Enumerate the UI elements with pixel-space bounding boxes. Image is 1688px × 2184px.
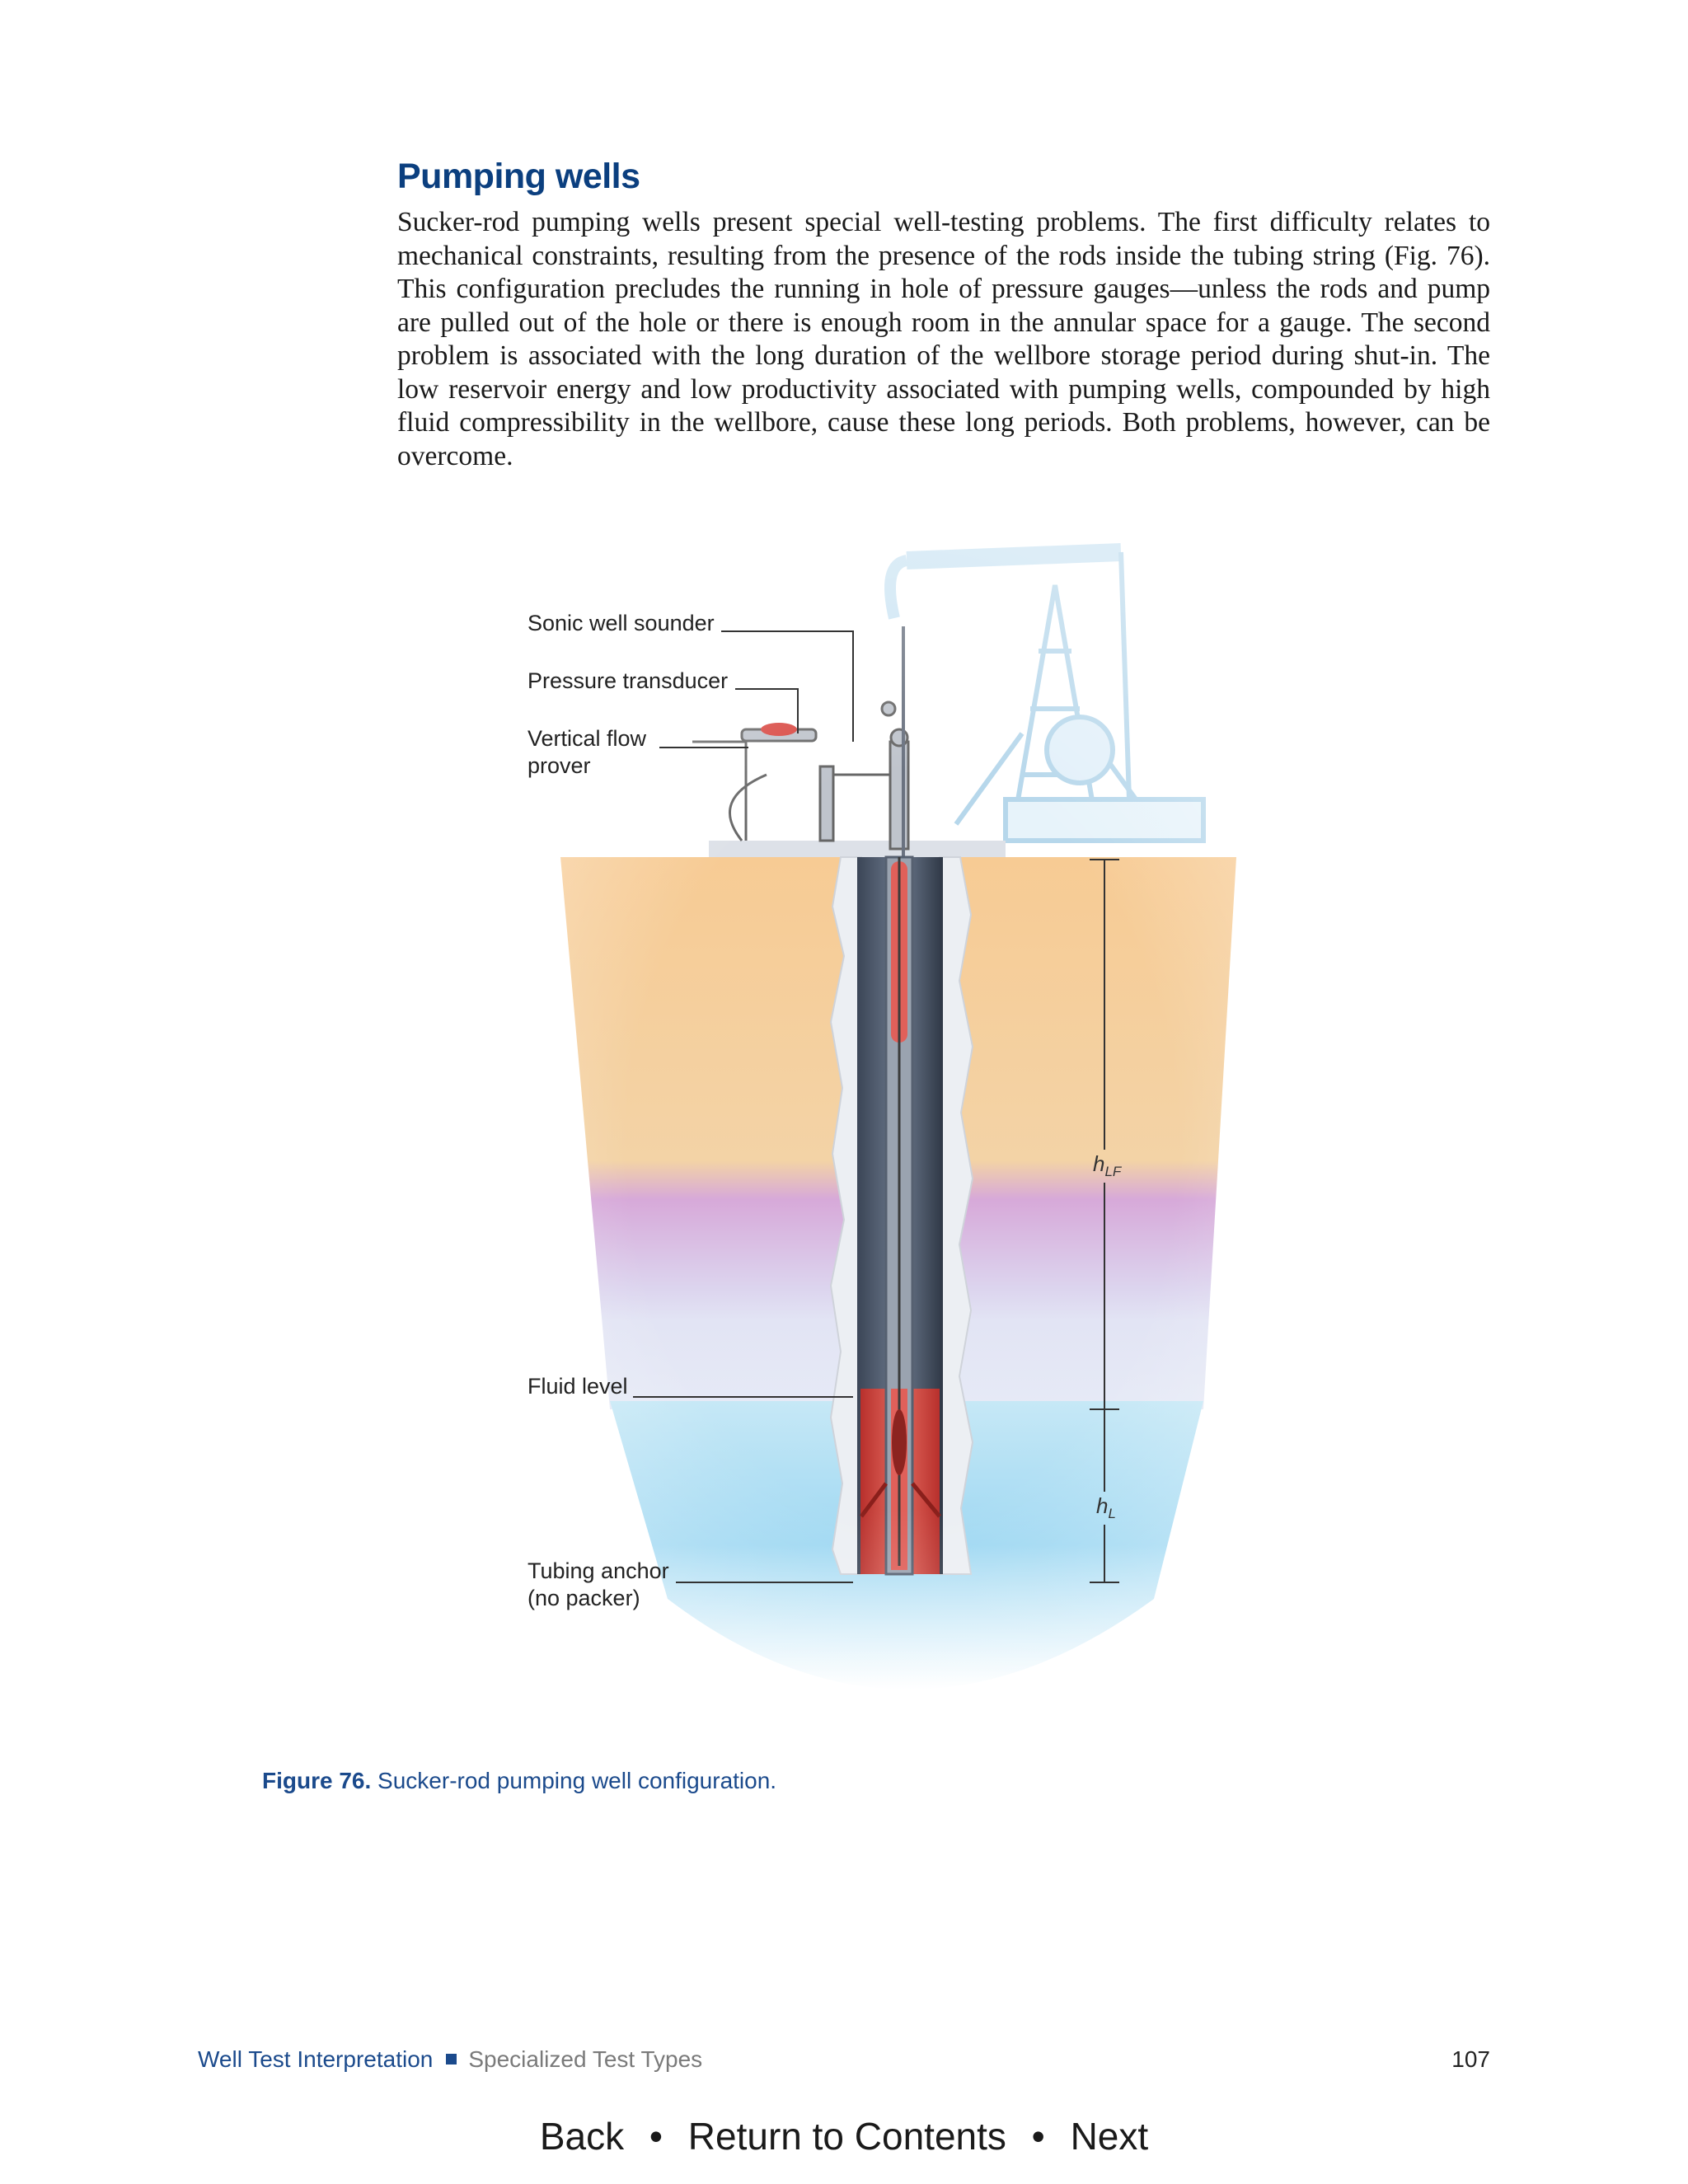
- label-tubing-anchor-line2: (no packer): [528, 1586, 640, 1610]
- leader-lines: [633, 630, 854, 1583]
- back-link[interactable]: Back: [539, 2115, 625, 2158]
- navigation-bar: Back • Return to Contents • Next: [0, 2114, 1688, 2158]
- footer-section-name: Specialized Test Types: [468, 2046, 703, 2072]
- return-to-contents-link[interactable]: Return to Contents: [687, 2115, 1006, 2158]
- figure-caption: Figure 76. Sucker-rod pumping well confi…: [262, 1768, 776, 1794]
- symbol-hlf: hLF: [1093, 1151, 1122, 1180]
- well-illustration: [445, 527, 1360, 1755]
- label-tubing-anchor-line1: Tubing anchor: [528, 1558, 669, 1583]
- square-bullet-icon: [446, 2054, 457, 2064]
- caption-number: Figure 76.: [262, 1768, 372, 1793]
- label-sonic-well-sounder: Sonic well sounder: [528, 611, 715, 635]
- caption-text: Sucker-rod pumping well configuration.: [377, 1768, 777, 1793]
- footer-book-title: Well Test Interpretation: [198, 2046, 434, 2072]
- page-footer: Well Test Interpretation Specialized Test…: [198, 2046, 1490, 2073]
- nav-separator: •: [1031, 2115, 1045, 2158]
- page-number: 107: [1451, 2046, 1490, 2072]
- height-dimensions: [1090, 859, 1119, 1583]
- body-paragraph: Sucker-rod pumping wells present special…: [397, 207, 1490, 471]
- label-pressure-transducer: Pressure transducer: [528, 668, 729, 693]
- label-vertical-flow-prover-line2: prover: [528, 753, 591, 778]
- nav-separator: •: [649, 2115, 663, 2158]
- figure-76: Sonic well sounder Pressure transducer V…: [445, 527, 1360, 1755]
- label-vertical-flow-prover-line1: Vertical flow: [528, 726, 647, 751]
- next-link[interactable]: Next: [1070, 2115, 1149, 2158]
- section-title: Pumping wells: [397, 157, 640, 196]
- label-fluid-level: Fluid level: [528, 1374, 628, 1399]
- symbol-hl: hL: [1096, 1493, 1116, 1522]
